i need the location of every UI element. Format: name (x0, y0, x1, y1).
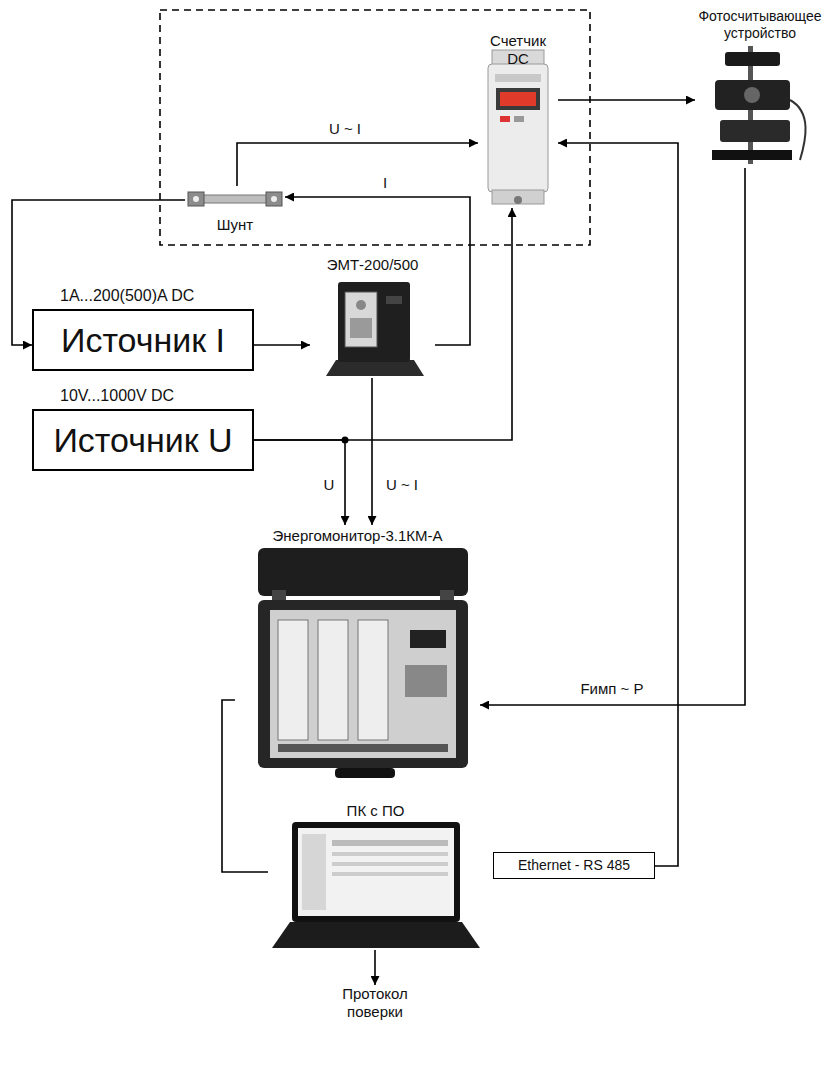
photo-reader-drawing (712, 46, 806, 164)
energomonitor-drawing-part (272, 590, 286, 600)
emt-drawing-part (386, 296, 402, 304)
dc-meter-node: Счетчик DC (478, 30, 558, 208)
laptop-drawing-part (292, 822, 460, 922)
voltage-source-box: 10V...1000V DC Источник U (32, 386, 254, 471)
shunt-node: Шунт (185, 186, 285, 234)
dc-meter-drawing-part (500, 116, 510, 122)
device-label: Фотосчитывающее устройство (695, 6, 825, 42)
shunt-drawing-part (271, 196, 277, 202)
laptop-drawing-part (332, 872, 448, 876)
laptop-drawing-part (332, 852, 448, 856)
dc-meter-drawing-part (495, 74, 541, 82)
emt-drawing-part (350, 318, 372, 338)
dc-meter-drawing (488, 50, 548, 204)
dc-meter-drawing-part (488, 64, 548, 192)
energomonitor-drawing-part (258, 600, 468, 768)
signal-label: I (381, 174, 389, 192)
current-source-box: 1A...200(500)A DC Источник I (32, 286, 254, 371)
emt-drawing-part (326, 360, 424, 376)
device-label: Шунт (185, 214, 285, 234)
laptop-drawing (272, 822, 480, 948)
dc-meter-drawing-part (514, 116, 524, 122)
source-name: Источник I (61, 320, 225, 361)
signal-label: U (322, 476, 337, 494)
signal-connector (371, 378, 373, 525)
device-label: ЭМТ-200/500 (310, 254, 435, 274)
photo-reader-drawing-part (720, 120, 790, 142)
energomonitor-drawing-part (335, 768, 395, 778)
dashed-frame (160, 10, 590, 245)
energomonitor-drawing (258, 548, 468, 778)
shunt-drawing-part (266, 192, 282, 206)
shunt-drawing-part (188, 192, 204, 206)
converter-label: Ethernet - RS 485 (500, 857, 648, 874)
laptop-drawing-part (332, 840, 448, 846)
dc-meter-drawing-part (514, 196, 522, 204)
signal-connector (285, 197, 470, 345)
source-name: Источник U (53, 420, 232, 461)
signal-connector (558, 143, 678, 866)
pc-node: ПК с ПО (268, 800, 483, 950)
output-label: Протокол поверки (325, 985, 425, 1021)
device-label: ПК с ПО (268, 800, 483, 820)
dc-meter-drawing-part (496, 88, 540, 110)
energomonitor-drawing-part (410, 630, 446, 648)
signal-connector (254, 208, 512, 440)
laptop-drawing-part (332, 862, 448, 866)
shunt-drawing-part (200, 195, 270, 203)
signal-connector (237, 143, 478, 186)
signal-label: Fимп ~ P (578, 680, 645, 698)
source-frame: Источник I (32, 309, 254, 371)
protocol-output: Протокол поверки (325, 985, 425, 1021)
energomonitor-drawing-part (318, 620, 348, 740)
laptop-drawing-part (302, 834, 326, 910)
photo-reader-drawing-part (790, 100, 806, 160)
photo-reader-drawing-part (725, 52, 780, 66)
photo-reader-drawing-part (712, 150, 792, 160)
source-frame: Источник U (32, 409, 254, 471)
device-label: Счетчик DC (478, 30, 558, 68)
signal-connector (480, 168, 745, 705)
signal-connector (254, 440, 345, 525)
laptop-drawing-part (298, 828, 454, 916)
signal-label: U ~ I (384, 476, 420, 494)
emt-drawing-part (345, 292, 377, 347)
energomonitor-drawing-part (358, 620, 388, 740)
energomonitor-drawing-part (440, 590, 454, 600)
emt-node: ЭМТ-200/500 (310, 254, 435, 378)
shunt-drawing-part (193, 196, 199, 202)
shunt-drawing (188, 192, 282, 206)
signal-connector (222, 700, 268, 872)
signal-connector (374, 950, 376, 985)
signal-connector (558, 99, 695, 101)
energomonitor-node: Энергомонитор-3.1КМ-А (235, 525, 480, 783)
range-heading: 10V...1000V DC (32, 386, 254, 405)
emt-drawing-part (356, 300, 366, 310)
dc-meter-drawing-part (500, 92, 536, 106)
energomonitor-drawing-part (270, 610, 456, 758)
converter-box: Ethernet - RS 485 (493, 852, 655, 879)
range-heading: 1A...200(500)A DC (32, 286, 254, 305)
energomonitor-drawing-part (278, 620, 308, 740)
laptop-drawing-part (272, 922, 480, 948)
device-label: Энергомонитор-3.1КМ-А (235, 525, 480, 545)
energomonitor-drawing-part (258, 548, 468, 596)
emt-drawing (326, 282, 424, 376)
emt-drawing-part (338, 282, 410, 362)
photo-reader-node: Фотосчитывающее устройство (695, 6, 825, 168)
dc-meter-drawing-part (492, 190, 544, 204)
photo-reader-drawing-part (744, 87, 760, 103)
photo-reader-drawing-part (715, 80, 790, 110)
energomonitor-drawing-part (278, 744, 448, 752)
signal-connector (254, 344, 310, 346)
signal-label: U ~ I (327, 120, 363, 138)
energomonitor-drawing-part (405, 665, 447, 697)
